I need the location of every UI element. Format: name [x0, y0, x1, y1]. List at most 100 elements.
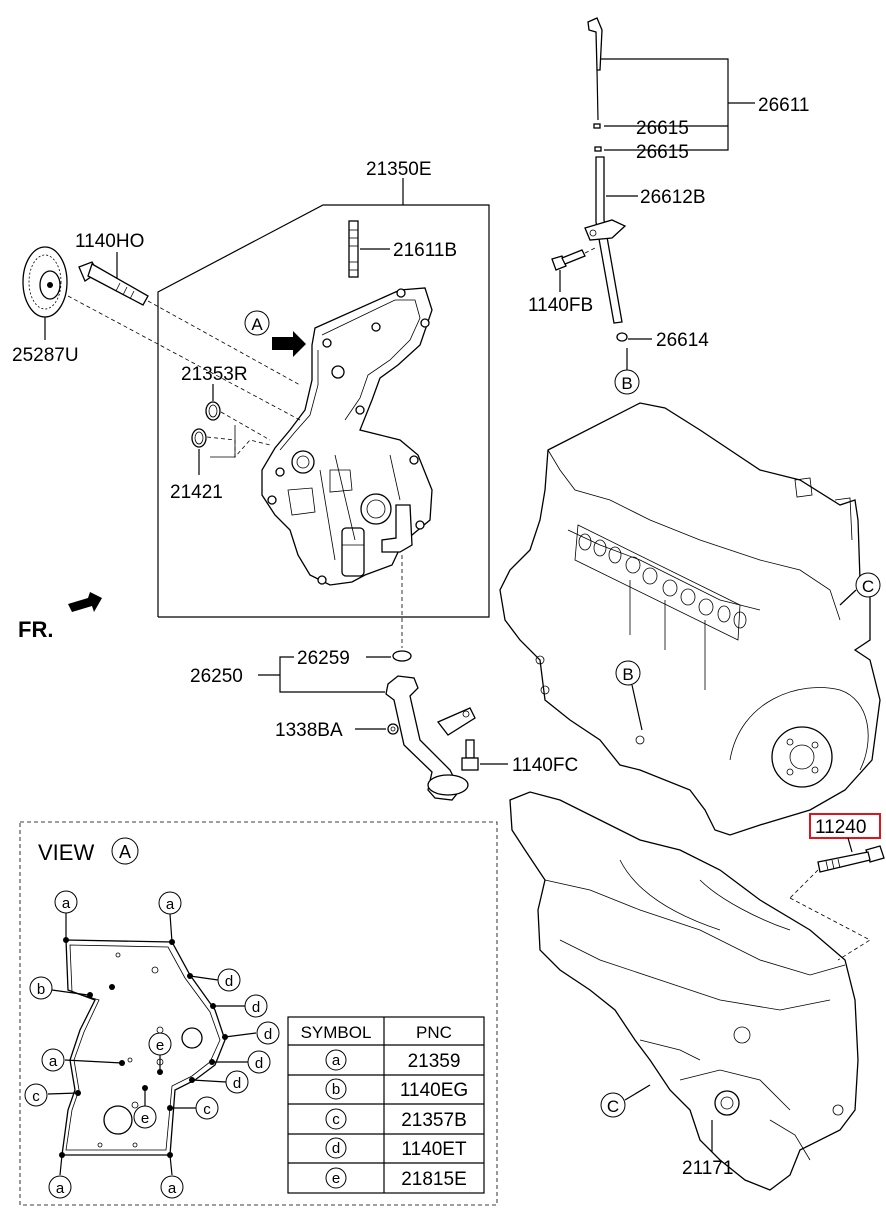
- label-front: FR.: [18, 617, 53, 642]
- view-a-title-letter: A: [119, 842, 131, 862]
- svg-text:c: c: [203, 1101, 211, 1118]
- label-21421[interactable]: 21421: [170, 482, 223, 503]
- label-21171[interactable]: 21171: [682, 1158, 733, 1179]
- symbol-pnc-table: SYMBOL PNC a 21359 b 1140EG c 21357B d 1…: [287, 1016, 485, 1194]
- ref-marker-b-lower-label: B: [622, 665, 633, 684]
- svg-text:d: d: [264, 1026, 272, 1043]
- callout-d-1[interactable]: d: [217, 968, 241, 992]
- svg-text:c: c: [32, 1088, 40, 1105]
- label-26259[interactable]: 26259: [297, 648, 350, 669]
- view-a-marker-label: A: [251, 315, 263, 334]
- svg-text:d: d: [225, 973, 233, 990]
- ref-marker-c-upper[interactable]: [855, 572, 881, 598]
- label-21350E[interactable]: 21350E: [366, 159, 432, 180]
- seal-21421[interactable]: [191, 428, 207, 448]
- svg-text:a: a: [49, 1053, 58, 1070]
- callout-a-2[interactable]: a: [158, 891, 182, 915]
- svg-text:e: e: [156, 1037, 164, 1054]
- gasket-26259[interactable]: [392, 650, 412, 662]
- oring-26615-upper[interactable]: [593, 123, 601, 129]
- table-row[interactable]: e 21815E: [325, 1167, 467, 1190]
- view-a-arrow: [272, 331, 306, 357]
- label-21611B[interactable]: 21611B: [393, 240, 457, 261]
- callout-a-4[interactable]: a: [48, 1175, 72, 1199]
- callout-a-1[interactable]: a: [54, 890, 78, 914]
- table-cell-symbol: e: [332, 1170, 340, 1187]
- callout-c-1[interactable]: c: [24, 1083, 48, 1107]
- table-cell-pnc: 1140ET: [401, 1139, 467, 1160]
- label-26615-lower[interactable]: 26615: [636, 142, 689, 163]
- label-1140FB[interactable]: 1140FB: [528, 295, 593, 316]
- svg-text:a: a: [62, 895, 71, 912]
- label-26615-upper[interactable]: 26615: [636, 118, 689, 139]
- table-row[interactable]: b 1140EG: [325, 1078, 468, 1101]
- nut-1338BA[interactable]: [387, 723, 399, 735]
- callout-d-5[interactable]: d: [225, 1070, 249, 1094]
- view-a-title-marker: [111, 837, 139, 865]
- ref-marker-b-upper[interactable]: [614, 369, 640, 395]
- table-cell-pnc: 21359: [408, 1051, 461, 1072]
- label-11240[interactable]: 11240: [815, 817, 866, 838]
- label-1338BA[interactable]: 1338BA: [275, 720, 343, 741]
- label-26611[interactable]: 26611: [758, 95, 809, 116]
- seal-21353R[interactable]: [205, 401, 221, 421]
- callout-e-1[interactable]: e: [148, 1032, 172, 1056]
- label-26250[interactable]: 26250: [190, 666, 243, 687]
- symbol-circle: [325, 1108, 347, 1130]
- dipstick-26611[interactable]: [587, 17, 603, 121]
- callout-d-2[interactable]: d: [244, 994, 268, 1018]
- view-a-marker[interactable]: [244, 310, 270, 336]
- front-arrow: [68, 592, 102, 612]
- label-1140FC[interactable]: 1140FC: [512, 755, 578, 776]
- ref-marker-c-lower[interactable]: [600, 1092, 626, 1118]
- group-frame-21350E: [157, 204, 490, 618]
- dipstick-tube-26612B[interactable]: [584, 156, 627, 324]
- ref-marker-c-lower-label: C: [607, 1097, 619, 1116]
- callout-b-1[interactable]: b: [29, 976, 53, 1000]
- callout-d-4[interactable]: d: [247, 1050, 271, 1074]
- damper-pulley-25287U[interactable]: [22, 246, 68, 318]
- bolt-1140FB[interactable]: [551, 249, 586, 271]
- view-a-panel: VIEW A: [19, 821, 498, 1206]
- table-row[interactable]: d 1140ET: [325, 1137, 467, 1160]
- oil-pickup-26250[interactable]: [385, 675, 476, 801]
- table-cell-pnc: 1140EG: [400, 1080, 468, 1101]
- timing-cover[interactable]: [261, 287, 433, 586]
- callout-a-3[interactable]: a: [41, 1048, 65, 1072]
- view-a-bolt-points: [59, 937, 228, 1158]
- svg-text:e: e: [141, 1110, 149, 1127]
- view-a-frame: [19, 821, 498, 1206]
- oring-26615-lower[interactable]: [594, 146, 602, 152]
- callout-a-5[interactable]: a: [160, 1175, 184, 1199]
- bolt-1140HO[interactable]: [78, 261, 149, 306]
- label-26614[interactable]: 26614: [656, 330, 709, 351]
- svg-text:d: d: [233, 1075, 241, 1092]
- svg-text:a: a: [166, 896, 175, 913]
- table-cell-symbol: b: [332, 1081, 340, 1098]
- table-row[interactable]: c 21357B: [325, 1108, 467, 1131]
- timing-cover-group: 21350E 21611B: [157, 159, 490, 618]
- table-header-pnc: PNC: [416, 1023, 452, 1042]
- symbol-circle: [325, 1167, 347, 1189]
- symbol-circle: [325, 1137, 347, 1159]
- table-cell-pnc: 21815E: [401, 1169, 467, 1190]
- svg-text:d: d: [255, 1055, 263, 1072]
- callout-e-2[interactable]: e: [133, 1105, 157, 1129]
- table-row[interactable]: a 21359: [325, 1049, 461, 1072]
- svg-text:a: a: [168, 1180, 177, 1197]
- callout-c-2[interactable]: c: [195, 1096, 219, 1120]
- view-a-callouts: a a b a c a a d d d d d e e c: [24, 890, 280, 1199]
- callout-d-3[interactable]: d: [256, 1021, 280, 1045]
- bolt-11240[interactable]: [817, 845, 885, 873]
- label-25287U[interactable]: 25287U: [12, 345, 79, 366]
- svg-text:a: a: [56, 1180, 65, 1197]
- label-1140HO[interactable]: 1140HO: [75, 231, 144, 252]
- ref-marker-b-lower[interactable]: [615, 660, 641, 686]
- table-cell-pnc: 21357B: [401, 1110, 467, 1131]
- bolt-1140FC[interactable]: [461, 739, 479, 771]
- label-26612B[interactable]: 26612B: [640, 187, 706, 208]
- label-21353R[interactable]: 21353R: [181, 364, 248, 385]
- stud-21611B[interactable]: [348, 220, 359, 278]
- oring-26614[interactable]: [616, 332, 628, 342]
